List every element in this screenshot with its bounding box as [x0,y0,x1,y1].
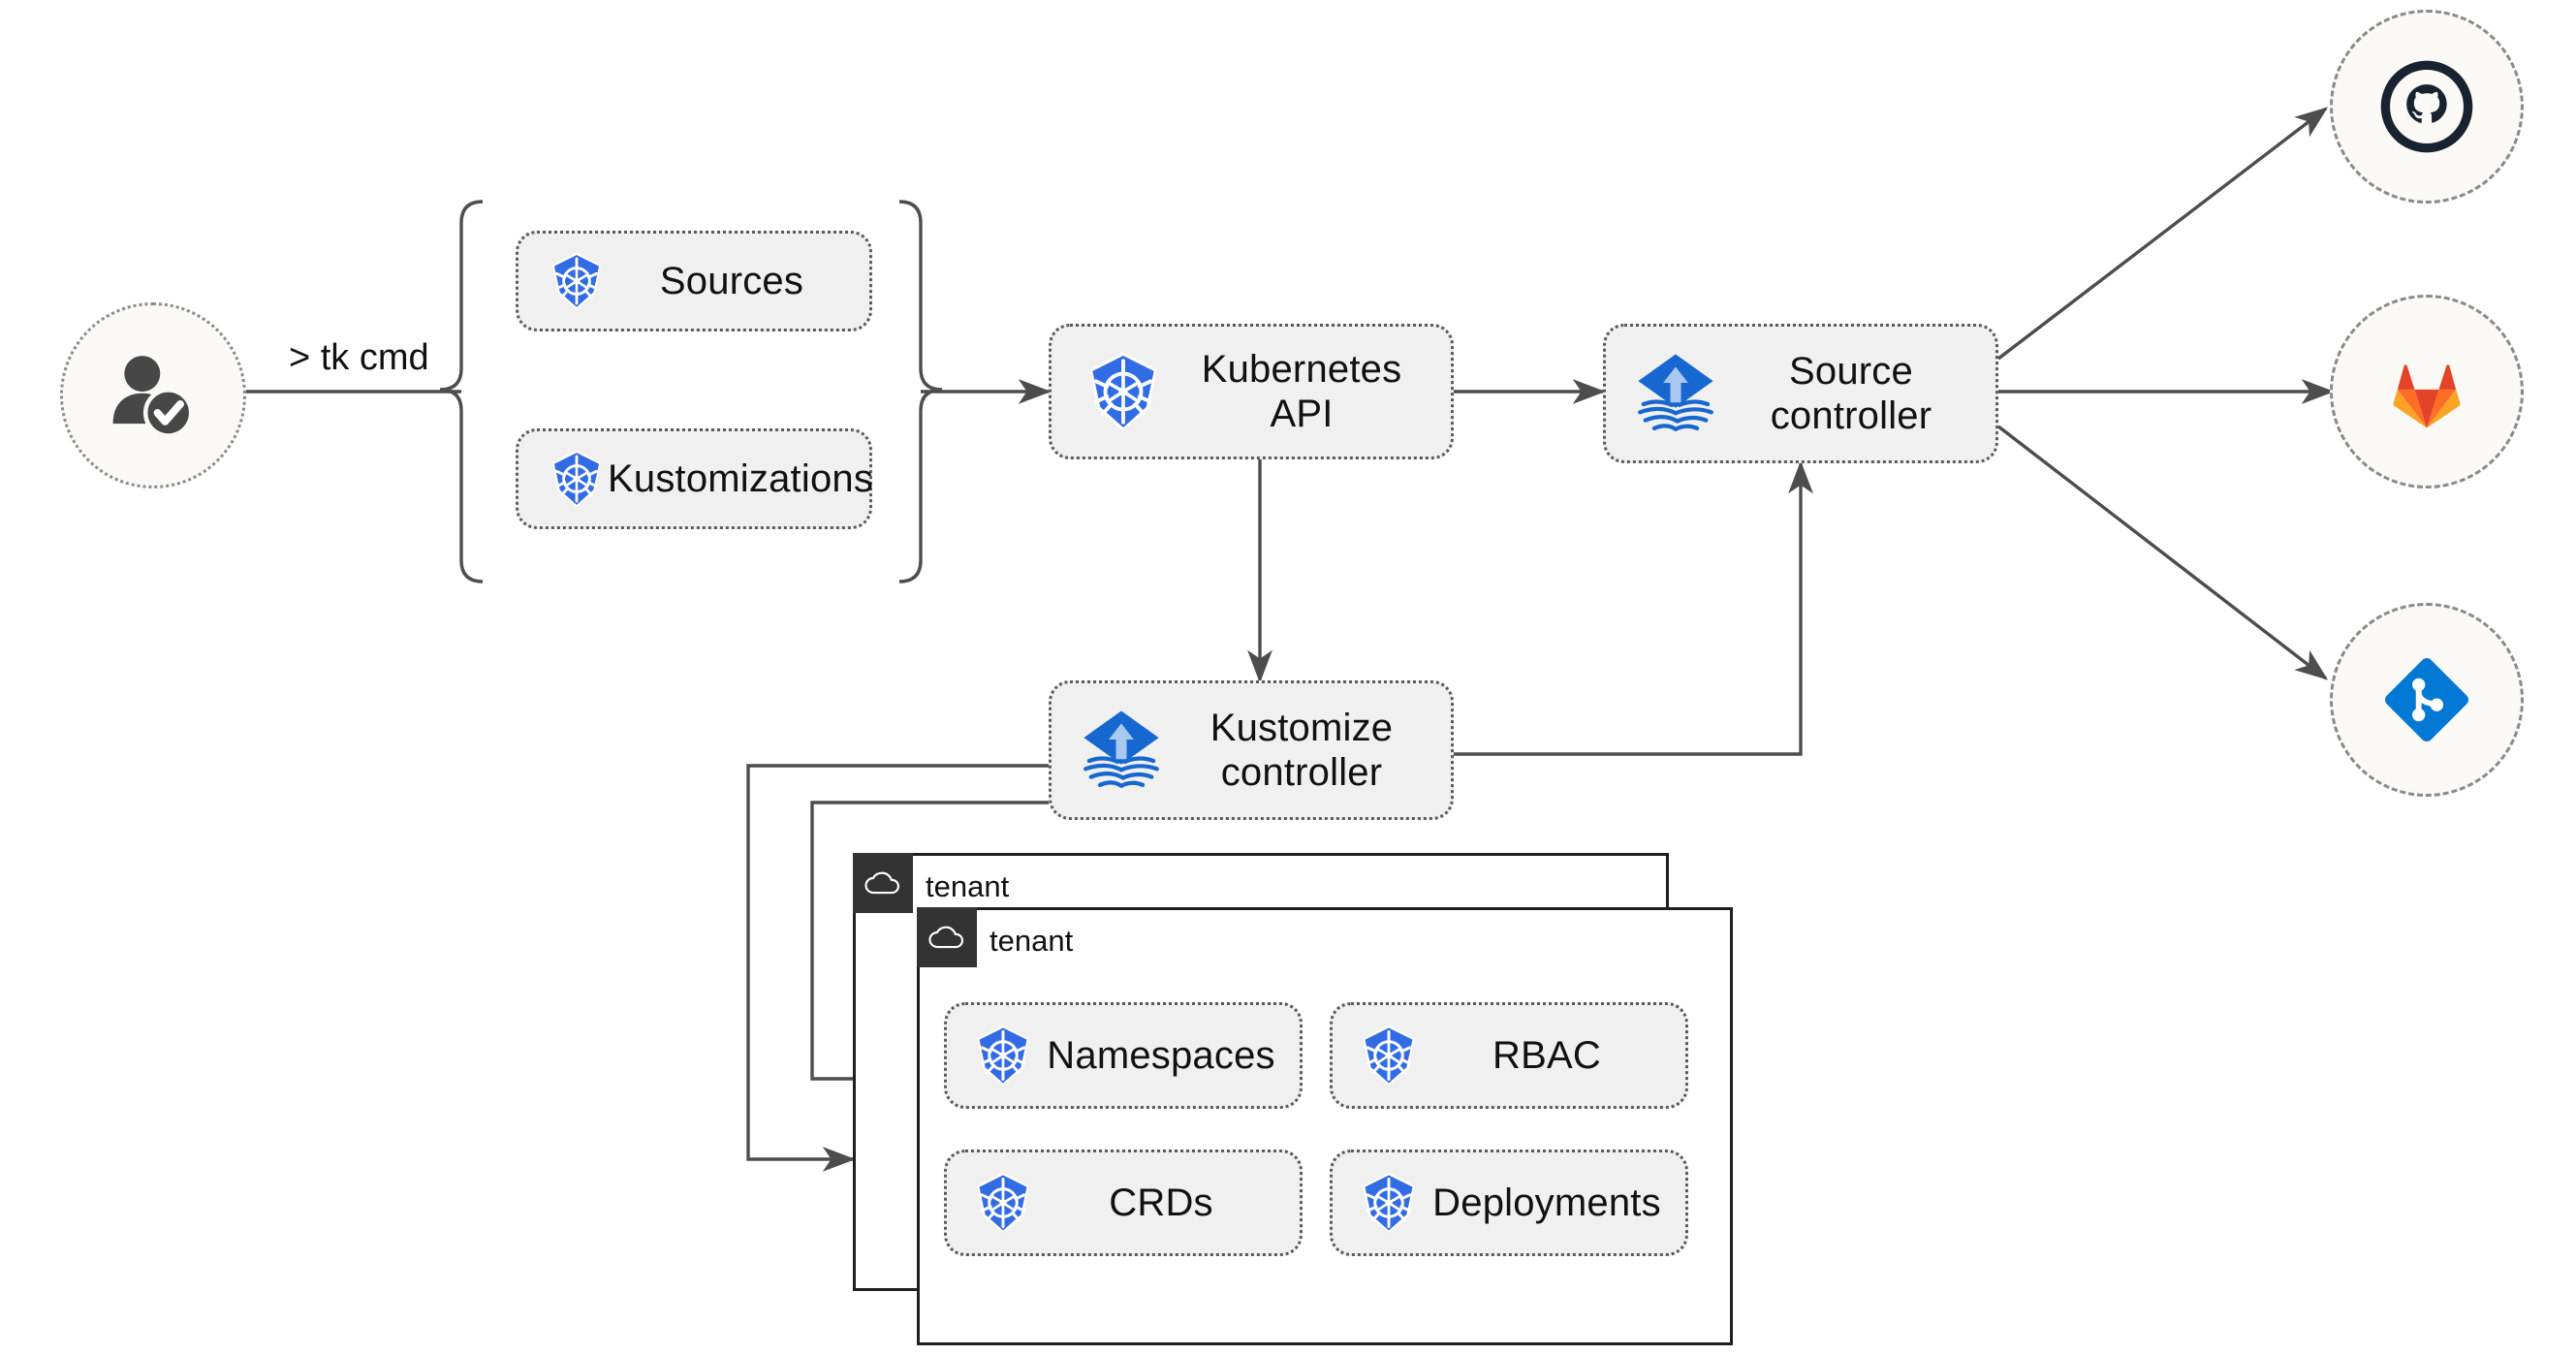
node-kustomize-controller-label: Kustomize controller [1166,706,1451,796]
tenant-resource-deployments-label: Deployments [1432,1181,1661,1224]
resource-sources-label: Sources [659,259,804,302]
kubernetes-icon [546,448,608,510]
kubernetes-icon [970,1170,1036,1236]
kubernetes-icon [1081,349,1166,434]
source-controller-line1: Source [1789,349,1913,393]
kubernetes-icon [970,1023,1036,1088]
cloud-icon [917,907,977,967]
resource-sources[interactable]: Sources [516,231,872,331]
gitlab-icon [2393,364,2461,428]
tenant-resource-namespaces[interactable]: Namespaces [944,1002,1303,1109]
brace-right [898,200,943,583]
source-controller-line2: controller [1770,394,1932,437]
cloud-icon [853,853,913,913]
tenant-resource-crds-label: CRDs [1109,1181,1213,1224]
kustomize-controller-line1: Kustomize [1209,706,1394,749]
kubernetes-icon [1356,1170,1422,1236]
node-kustomize-controller[interactable]: Kustomize controller [1049,680,1454,820]
git-provider-github[interactable] [2330,10,2524,204]
kustomize-controller-line2: controller [1220,751,1383,794]
azure-repos-git-icon [2384,657,2469,742]
tenant-window-front[interactable]: tenant [917,907,1733,1345]
tenant-back-label: tenant [926,869,1010,903]
command-label: > tk cmd [289,337,429,378]
edge-source-to-azure [1996,425,2329,680]
resource-kustomizations[interactable]: Kustomizations [516,428,873,529]
kubernetes-icon [546,250,608,312]
tenant-resource-rbac-label: RBAC [1492,1033,1601,1077]
tenant-resource-crds[interactable]: CRDs [944,1150,1303,1256]
tenant-resource-rbac[interactable]: RBAC [1330,1002,1688,1109]
tenant-resource-namespaces-label: Namespaces [1047,1033,1275,1077]
flux-icon [1631,349,1720,438]
github-icon [2380,60,2473,153]
user-check-icon [112,356,194,438]
tenant-resource-deployments[interactable]: Deployments [1330,1150,1688,1256]
brace-left [439,200,484,583]
tenant-front-label: tenant [990,924,1074,958]
node-kubernetes-api-label: Kubernetes API [1201,347,1402,435]
git-provider-gitlab[interactable] [2330,295,2524,488]
user-node[interactable] [60,302,246,488]
node-source-controller-label: Source controller [1720,349,1995,439]
node-source-controller[interactable]: Source controller [1603,324,1998,463]
git-provider-azure-devops[interactable] [2330,603,2524,797]
node-kubernetes-api[interactable]: Kubernetes API [1049,324,1454,459]
edge-kustomize-to-source [1454,460,1813,756]
kubernetes-icon [1356,1023,1422,1088]
flux-icon [1077,706,1166,795]
edge-source-to-github [1996,107,2329,361]
resource-kustomizations-label: Kustomizations [608,457,874,500]
